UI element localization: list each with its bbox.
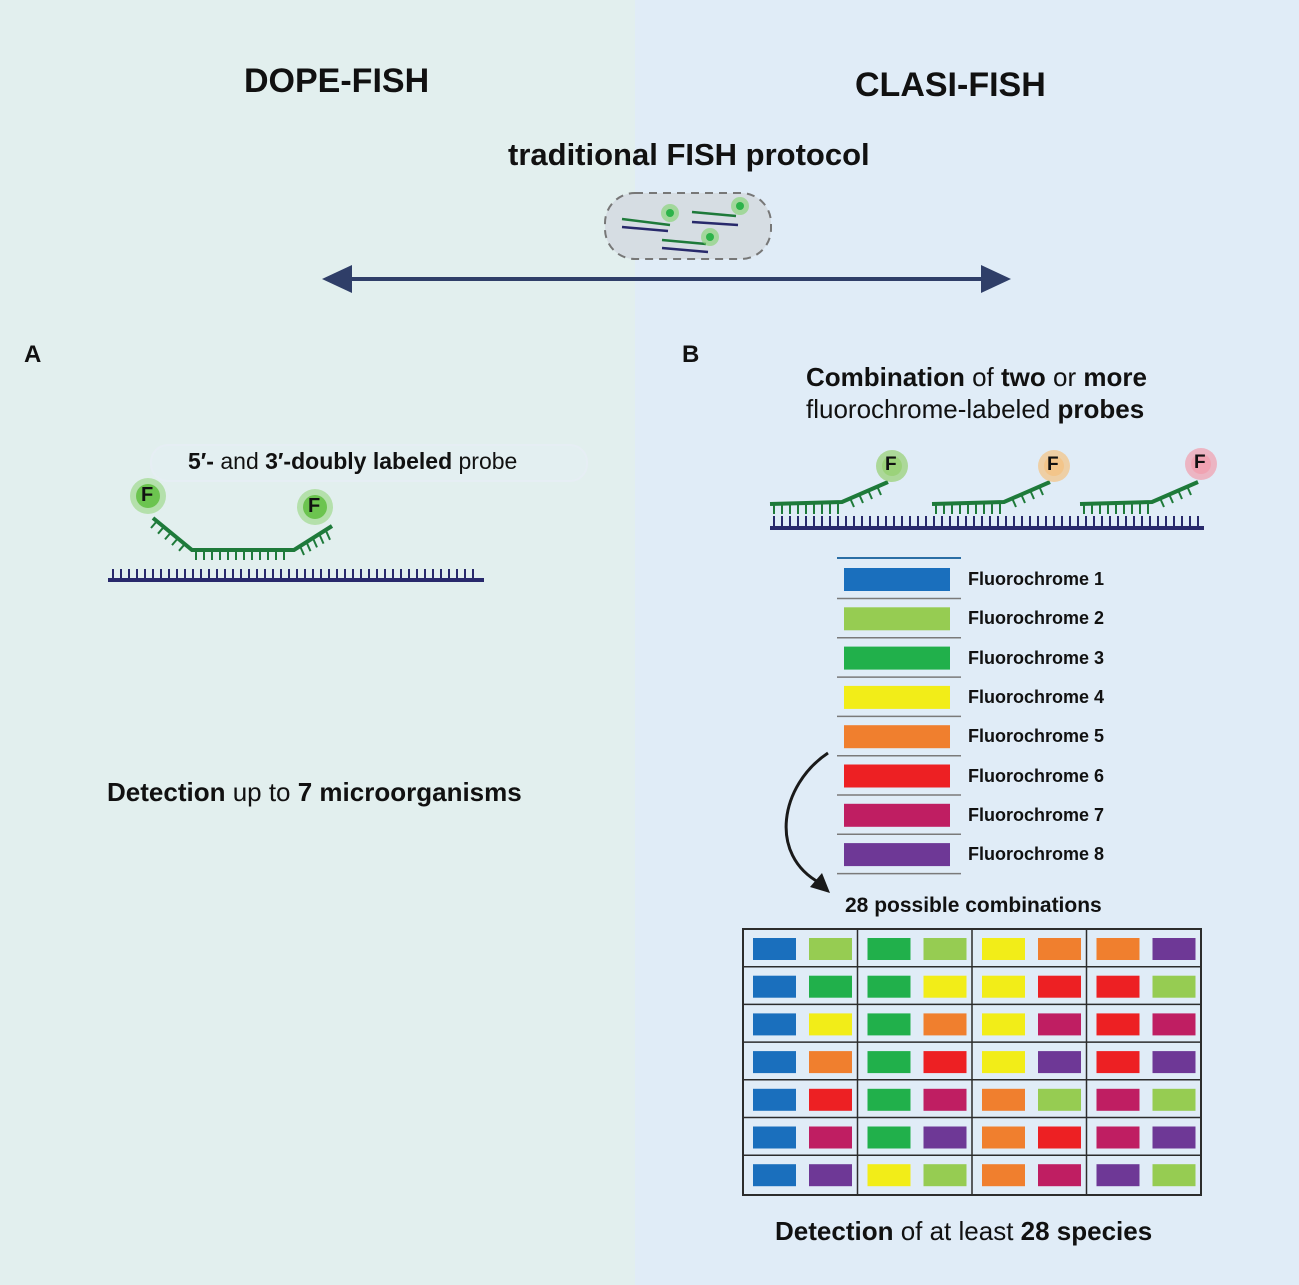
fluor-tag-5prime: F — [141, 484, 154, 506]
legend-swatch-6 — [844, 764, 950, 788]
traditional-fish-title: traditional FISH protocol — [508, 137, 870, 172]
clasi-target-strand — [770, 516, 1204, 530]
combination-r2-c1 — [753, 975, 852, 998]
clasi-probe-1 — [769, 450, 908, 514]
legend-label-8: Fluorochrome 8 — [968, 844, 1105, 865]
legend-swatch-8 — [844, 843, 950, 867]
combination-r5-c1 — [753, 1088, 852, 1111]
legend-swatch-2 — [844, 607, 950, 631]
combination-r5-c2 — [867, 1088, 967, 1111]
combination-r2-c3 — [982, 975, 1081, 998]
clasi-probe-diagram — [769, 448, 1217, 530]
combination-r1-c2 — [867, 938, 967, 960]
combination-r7-c2 — [867, 1164, 967, 1187]
combination-r2-c4 — [1096, 975, 1196, 998]
target-strand — [108, 569, 484, 582]
fluor-tag-3prime: F — [308, 495, 321, 517]
legend-swatch-4 — [844, 685, 950, 709]
clasi-detection-text: Detection of at least 28 species — [775, 1216, 1153, 1246]
double-arrow — [322, 265, 1011, 293]
combination-r4-c4 — [1096, 1051, 1196, 1074]
clasi-fluor-tag-2: F — [1047, 454, 1059, 475]
legend-swatch-3 — [844, 646, 950, 670]
combination-r6-c2 — [867, 1126, 967, 1149]
clasi-fluorophore-2 — [1038, 450, 1070, 482]
panel-letter-b: B — [682, 341, 700, 368]
combination-r4-c1 — [753, 1051, 852, 1074]
legend-label-6: Fluorochrome 6 — [968, 765, 1105, 786]
combination-r2-c2 — [867, 975, 967, 998]
combination-r1-c1 — [753, 938, 852, 960]
legend-label-1: Fluorochrome 1 — [968, 569, 1105, 589]
clasi-heading: Combination of two or more fluorochrome-… — [806, 362, 1147, 424]
traditional-fish-illustration — [322, 192, 1011, 293]
combination-r3-c4 — [1096, 1013, 1196, 1036]
fluorochrome-legend — [837, 557, 961, 875]
clasi-fluorophore-1 — [876, 450, 908, 482]
legend-swatch-5 — [844, 725, 950, 749]
combination-r1-c3 — [982, 938, 1081, 960]
combination-r6-c1 — [753, 1126, 852, 1149]
combination-r6-c4 — [1096, 1126, 1196, 1149]
clasi-fish-title: CLASI-FISH — [855, 66, 1046, 104]
combination-r4-c2 — [867, 1051, 967, 1074]
mini-probe-2 — [691, 197, 749, 227]
mini-probe-1 — [621, 204, 679, 233]
combination-r5-c4 — [1096, 1088, 1196, 1111]
combination-r7-c3 — [982, 1164, 1081, 1187]
clasi-fluor-tag-3: F — [1194, 452, 1206, 473]
dope-fish-title: DOPE-FISH — [244, 62, 430, 100]
combinations-title: 28 possible combinations — [845, 894, 1102, 917]
probe-label: 5′- and 3′-doubly labeled probe — [188, 448, 518, 474]
panel-letter-a: A — [24, 341, 42, 368]
legend-label-4: Fluorochrome 4 — [968, 686, 1105, 707]
combination-r3-c2 — [867, 1013, 967, 1036]
combination-r1-c4 — [1096, 938, 1196, 960]
legend-label-3: Fluorochrome 3 — [968, 647, 1105, 668]
legend-swatch-7 — [844, 803, 950, 827]
combination-r4-c3 — [982, 1051, 1081, 1074]
clasi-fluor-tag-1: F — [885, 454, 897, 475]
combination-r6-c3 — [982, 1126, 1081, 1149]
clasi-probe-2 — [931, 450, 1070, 514]
clasi-fluorophore-3 — [1185, 448, 1217, 480]
probe-label-pill — [150, 444, 588, 482]
combination-r5-c3 — [982, 1088, 1081, 1111]
combination-r3-c3 — [982, 1013, 1081, 1036]
combinations-grid — [742, 928, 1202, 1196]
legend-label-2: Fluorochrome 2 — [968, 608, 1105, 629]
combination-r3-c1 — [753, 1013, 852, 1036]
probe-bubble — [604, 192, 772, 260]
dope-fish-panel — [0, 0, 635, 1285]
curved-arrow — [784, 751, 830, 893]
dope-detection-text: Detection up to 7 microorganisms — [107, 777, 522, 807]
combination-r7-c4 — [1096, 1164, 1196, 1187]
combination-r7-c1 — [753, 1164, 852, 1187]
mini-probe-3 — [661, 228, 719, 254]
dope-probe-diagram — [108, 478, 484, 582]
legend-swatch-1 — [844, 568, 950, 591]
fluorophore-3prime — [297, 489, 333, 525]
fluorophore-5prime — [130, 478, 166, 514]
clasi-probe-3 — [1079, 448, 1217, 514]
legend-label-7: Fluorochrome 7 — [968, 804, 1105, 825]
legend-label-5: Fluorochrome 5 — [968, 726, 1105, 747]
dope-probe — [150, 516, 334, 560]
